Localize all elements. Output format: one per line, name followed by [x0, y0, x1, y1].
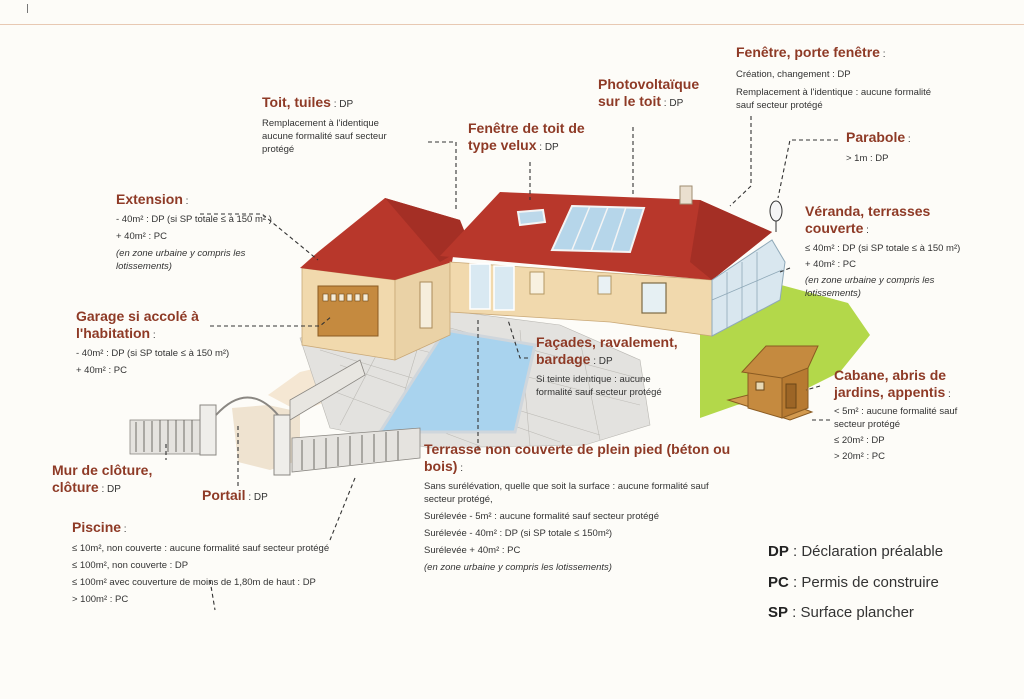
- shed-roof: [740, 345, 819, 379]
- label-velux: Fenêtre de toit de type velux : DP: [468, 120, 585, 153]
- veranda: [711, 239, 786, 337]
- label-piscine: Piscine : ≤ 10m², non couverte : aucune …: [72, 519, 330, 605]
- wall-pillar-right: [273, 414, 291, 476]
- label-cabane: Cabane, abris de jardins, appentis : < 5…: [834, 367, 958, 462]
- label-parabole: Parabole : > 1m : DP: [846, 129, 911, 164]
- side-door: [419, 281, 433, 329]
- legend-dp: DP : Déclaration préalable: [768, 543, 944, 560]
- fence-front: [291, 427, 421, 473]
- velux-window: [516, 208, 547, 227]
- legend-pc: PC : Permis de construire: [768, 574, 939, 591]
- label-garage: Garage si accolé à l'habitation : - 40m²…: [76, 308, 230, 376]
- window-right: [641, 282, 667, 314]
- window-small: [597, 275, 612, 295]
- satellite-dish: [769, 200, 783, 222]
- fence-left: [129, 419, 203, 455]
- garage-windows: [322, 293, 369, 302]
- extension-roof-side: [385, 198, 470, 262]
- bay-windows: [469, 263, 515, 311]
- leader-lines: [165, 116, 838, 611]
- side-wall: [289, 359, 366, 421]
- portal-arch: [215, 396, 279, 416]
- label-portail: Portail : DP: [202, 487, 268, 503]
- label-facades: Façades, ravalement, bardage : DP Si tei…: [536, 334, 678, 398]
- legend-sp: SP : Surface plancher: [768, 604, 914, 621]
- roof-ridge-shadow: [690, 200, 772, 280]
- front-door: [529, 271, 545, 295]
- label-toit-tuiles: Toit, tuiles : DP Remplacement à l'ident…: [262, 94, 387, 155]
- label-terrasse: Terrasse non couverte de plein pied (bét…: [424, 441, 731, 573]
- shed-door: [785, 383, 797, 409]
- shed-window: [755, 381, 765, 391]
- main-wall: [449, 261, 713, 337]
- swimming-pool: [377, 328, 537, 434]
- top-rule: [0, 24, 1024, 25]
- label-veranda: Véranda, terrasses couverte : ≤ 40m² : D…: [805, 203, 961, 299]
- label-fenetre-porte-fenetre: Fenêtre, porte fenêtre : Création, chang…: [736, 44, 932, 111]
- chimney: [679, 185, 693, 205]
- solar-panels: [550, 204, 646, 254]
- garage-door: [317, 285, 379, 337]
- label-extension: Extension : - 40m² : DP (si SP totale ≤ …: [116, 191, 272, 272]
- label-mur-cloture: Mur de clôture, clôture : DP: [52, 462, 153, 495]
- corner-tick: [27, 4, 28, 13]
- label-photovoltaique: Photovoltaïque sur le toit : DP: [598, 76, 700, 109]
- wall-pillar-left: [199, 404, 217, 456]
